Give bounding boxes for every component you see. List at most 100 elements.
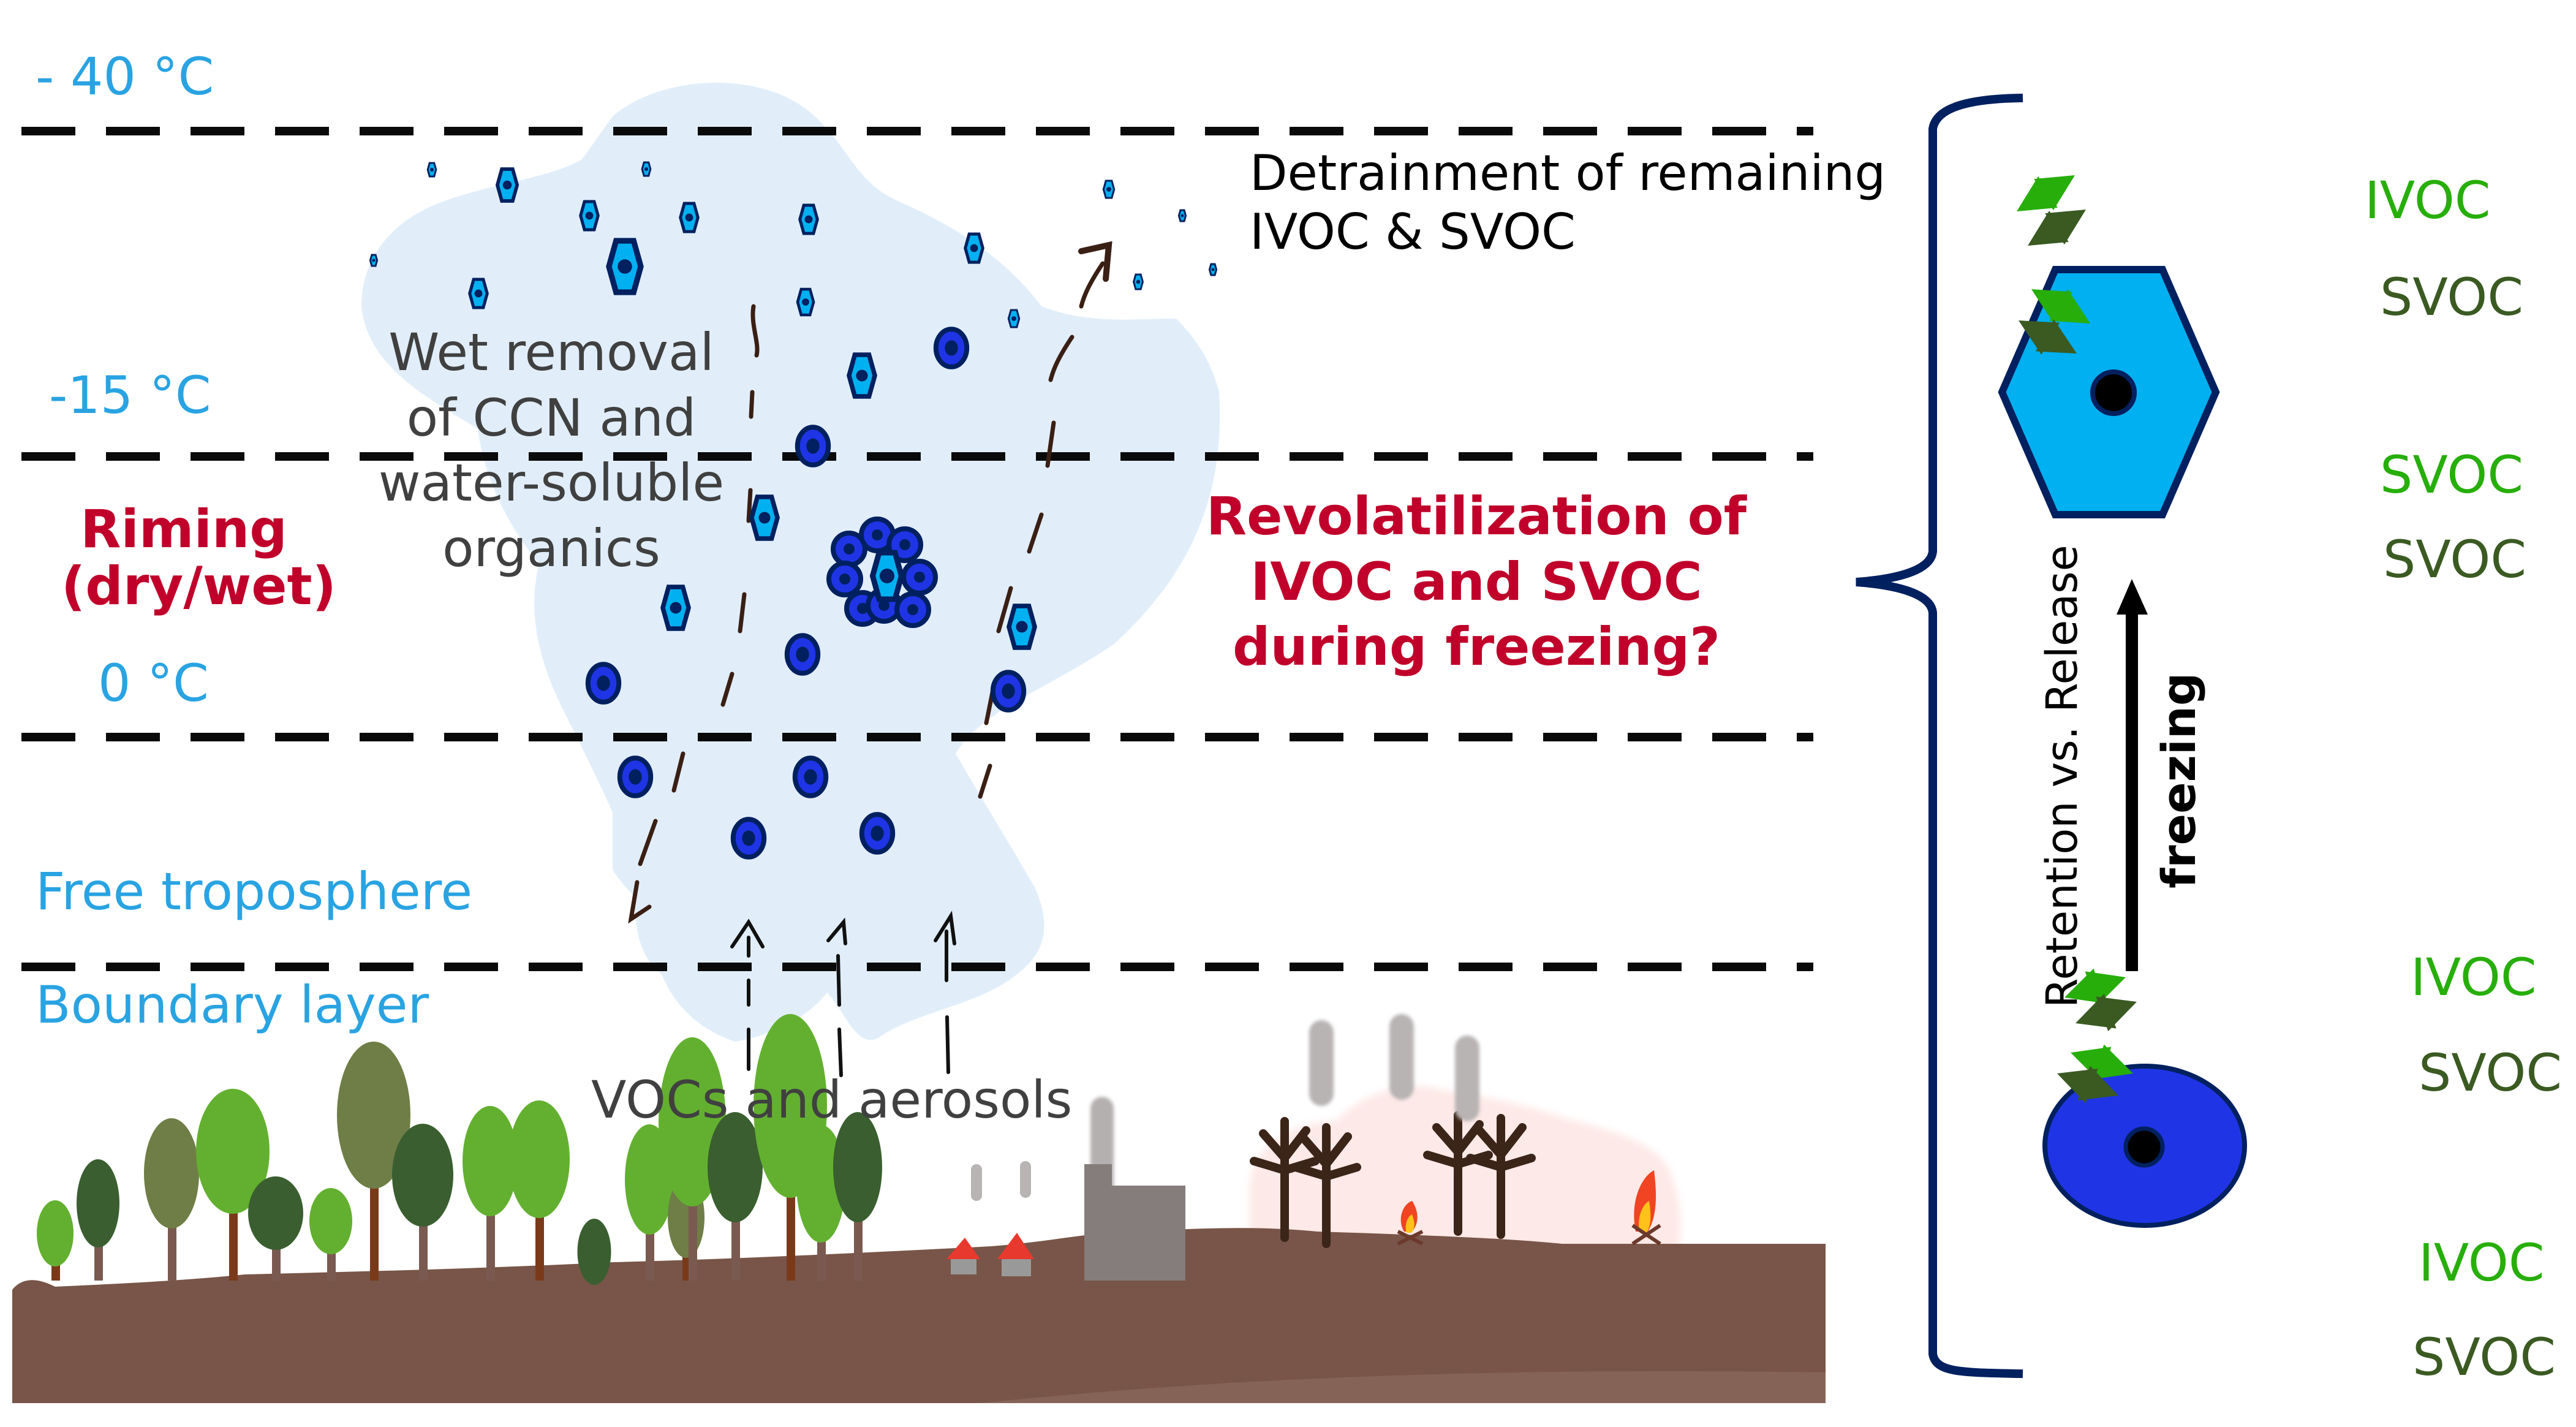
revolatilization-line: Revolatilization of (1206, 486, 1747, 547)
ice-crystal-core (1016, 621, 1028, 633)
tree (77, 1159, 119, 1281)
ice-crystal-core (1106, 187, 1111, 192)
droplet-core (872, 529, 883, 540)
sedimentation-path (749, 390, 755, 419)
cloud-droplet (933, 327, 970, 369)
ice-crystal-core (670, 602, 682, 614)
burnt-tree-branches (1291, 1123, 1361, 1248)
houses (946, 1161, 1034, 1276)
ice-crystal (847, 352, 877, 399)
droplet-core (871, 825, 884, 841)
detrainment-label: Detrainment of remaining IVOC & SVOC (1250, 144, 1886, 262)
ice-crystal-core (880, 569, 894, 583)
sedimentation-path (671, 751, 686, 793)
ice-crystal (1007, 604, 1037, 650)
rimed-droplet (831, 531, 867, 567)
sedimentation-path (738, 592, 747, 634)
ice-crystal-core (1211, 268, 1215, 271)
ice-crystal (1208, 263, 1218, 276)
freezing-label: freezing (2151, 672, 2206, 888)
detrainment-path (1027, 512, 1044, 554)
cloud-droplet (795, 425, 831, 467)
droplet-label-svoc-2: SVOC (2412, 1327, 2556, 1387)
tree (796, 1125, 845, 1281)
smoke-plume (1455, 1035, 1479, 1121)
tree-crown (833, 1112, 882, 1222)
ice-crystal-core (1011, 316, 1016, 321)
ice-svoc-release (2031, 289, 2090, 324)
droplet-label-ivoc-2: IVOC (2419, 1233, 2545, 1293)
temperature-label-zero: 0 °C (98, 653, 209, 713)
tree-crown (463, 1106, 518, 1216)
house-smoke (1020, 1161, 1031, 1198)
temperature-label-minus40: - 40 °C (36, 47, 214, 107)
industrial-chimney (1084, 1097, 1185, 1281)
tree-crown (144, 1118, 199, 1228)
droplet-core (629, 769, 642, 785)
arrow-head (2092, 1044, 2133, 1080)
arrow-head (2045, 210, 2086, 245)
droplet-core (1002, 683, 1015, 699)
curly-brace (1856, 93, 2023, 1379)
detrainment-path (1079, 261, 1105, 309)
ice-crystal (641, 161, 652, 177)
droplet-ivoc-exchange (2064, 968, 2126, 1007)
updraft-arrowhead (730, 918, 765, 948)
droplet-label-svoc: SVOC (2419, 1043, 2563, 1103)
riming-label-line: (dry/wet) (61, 555, 336, 617)
detrainment-line: Detrainment of remaining (1250, 145, 1886, 202)
cloud-droplet (990, 670, 1027, 713)
burnt-tree-branches (1423, 1111, 1493, 1236)
rimed-droplet (901, 559, 938, 596)
ice-crystal-core (585, 211, 594, 220)
tree-crown (708, 1112, 763, 1222)
ice-crystal (798, 203, 819, 235)
riming-label-line: Riming (80, 499, 287, 560)
droplet-nucleus (2123, 1126, 2165, 1168)
ice-crystal (1133, 273, 1144, 290)
droplet-core (907, 604, 918, 615)
droplet-core (806, 438, 820, 454)
tree (37, 1200, 74, 1281)
ice-crystal (606, 238, 644, 295)
revolatilization-line: IVOC and SVOC (1250, 551, 1702, 613)
layer-boundaries (21, 127, 1813, 971)
arrow-head (2028, 210, 2069, 246)
tree-crown (337, 1042, 410, 1189)
droplet-core (945, 340, 958, 356)
ice-crystal (495, 167, 519, 203)
tree (309, 1188, 352, 1281)
droplet-core (844, 543, 855, 555)
cloud-droplet (585, 662, 622, 705)
tree (248, 1176, 303, 1281)
wet-removal-line: of CCN and (406, 387, 697, 448)
tree-crown (392, 1124, 453, 1227)
burnt-tree (1423, 1111, 1493, 1236)
cloud-droplet (730, 817, 767, 860)
burnt-tree-branches (1250, 1117, 1320, 1242)
detrainment-path (978, 763, 992, 799)
updraft-arrow (836, 954, 843, 1077)
ice-crystal (579, 200, 600, 232)
tree-crown (37, 1200, 74, 1266)
ice-crystal (796, 287, 815, 317)
wildfire-smoke (1309, 1014, 1479, 1121)
droplet-core (804, 769, 817, 785)
tree-crown (248, 1176, 303, 1250)
rimed-ice-core (869, 550, 905, 602)
wet-removal-line: Wet removal (388, 322, 714, 382)
droplet-core (899, 539, 910, 550)
cloud-droplet (792, 755, 829, 798)
droplet-core (914, 572, 925, 583)
ice-crystals (369, 161, 1218, 650)
emissions-label: VOCs and aerosols (591, 1070, 1073, 1130)
arrow-head (2049, 289, 2090, 324)
smoke-plume (1309, 1020, 1334, 1106)
ice-crystal (749, 494, 780, 541)
ice-ivoc-exchange (2017, 175, 2075, 211)
temperature-label-minus15: -15 °C (49, 365, 211, 425)
ice-crystal-core (644, 167, 649, 172)
house (946, 1238, 980, 1274)
arrow-head (2077, 1066, 2118, 1100)
